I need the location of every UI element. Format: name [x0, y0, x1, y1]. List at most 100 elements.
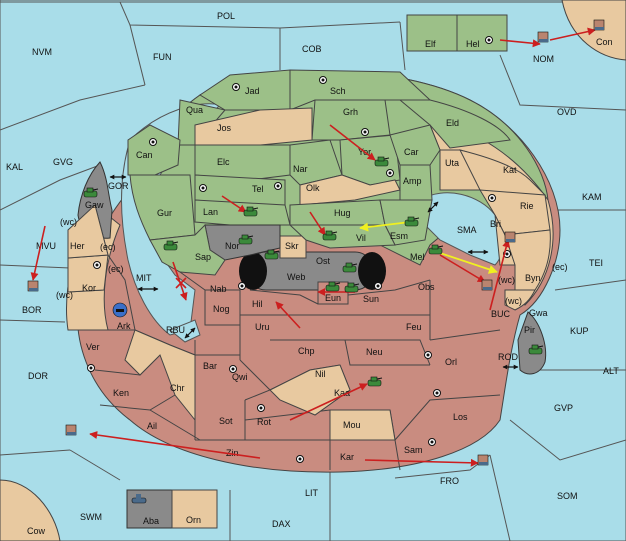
label-kam: KAM: [582, 192, 602, 202]
label-orl: Orl: [445, 357, 457, 367]
army-icon[interactable]: [428, 244, 444, 255]
label-neu: Neu: [366, 347, 383, 357]
label-gor: GOR: [108, 181, 129, 191]
label-kaa: Kaa: [334, 388, 350, 398]
label-alt: ALT: [603, 366, 619, 376]
fleet-icon[interactable]: [27, 280, 39, 292]
supply-center-icon: [485, 36, 493, 44]
destroyed-x-icon: [175, 277, 187, 289]
coast-her-ec: (ec): [100, 242, 116, 252]
fleet-icon[interactable]: [65, 424, 77, 436]
region-orn[interactable]: [171, 489, 218, 529]
region-vil[interactable]: [288, 224, 396, 249]
label-mou: Mou: [343, 420, 361, 430]
region-hel[interactable]: [456, 14, 508, 52]
coast-labels: (wc) (ec) (ec) (wc) (wc) (ec) (wc): [56, 217, 568, 306]
order-arrow: [30, 225, 46, 281]
army-icon[interactable]: [342, 262, 358, 273]
region-nil[interactable]: [269, 364, 351, 416]
region-pir[interactable]: [517, 311, 547, 375]
army-icon[interactable]: [83, 187, 99, 198]
label-obs: Obs: [418, 282, 435, 292]
label-web: Web: [287, 272, 305, 282]
label-mel: Mel: [410, 252, 425, 262]
army-icon[interactable]: [374, 156, 390, 167]
label-elc: Elc: [217, 157, 230, 167]
label-fun: FUN: [153, 52, 172, 62]
order-arrow: [329, 124, 376, 161]
green-regions: [127, 69, 511, 276]
label-eld: Eld: [446, 118, 459, 128]
label-esm: Esm: [390, 231, 408, 241]
label-jad: Jad: [245, 86, 260, 96]
region-sap[interactable]: [149, 223, 226, 276]
fleet-icon[interactable]: [537, 31, 549, 43]
label-tel: Tel: [252, 184, 264, 194]
label-ost: Ost: [316, 256, 331, 266]
fleet-icon[interactable]: [481, 279, 493, 291]
label-sot: Sot: [219, 416, 233, 426]
fleet-icon[interactable]: [131, 494, 147, 504]
support-arrow: [439, 252, 498, 274]
label-kar: Kar: [340, 452, 354, 462]
label-byn: Byn: [525, 273, 541, 283]
web-left-cap: [239, 252, 267, 290]
order-arrow: [489, 239, 511, 311]
army-icon[interactable]: [322, 230, 338, 241]
army-icon[interactable]: [325, 281, 341, 292]
army-icon[interactable]: [238, 234, 254, 245]
region-car[interactable]: [389, 124, 441, 166]
fleet-icon[interactable]: [112, 302, 128, 318]
adjacency-arrows: [109, 174, 519, 370]
region-elc[interactable]: [194, 144, 291, 181]
supply-center-icon: [488, 194, 496, 202]
label-rie: Rie: [520, 201, 534, 211]
army-icon[interactable]: [344, 282, 360, 293]
label-nil: Nil: [315, 369, 326, 379]
region-elf[interactable]: [406, 14, 458, 52]
label-nar: Nar: [293, 164, 308, 174]
region-mou[interactable]: [329, 409, 396, 441]
label-can: Can: [136, 150, 153, 160]
region-chr[interactable]: [124, 329, 196, 422]
region-her[interactable]: [67, 204, 109, 259]
order-arrow: [364, 458, 479, 467]
army-icon[interactable]: [367, 376, 383, 387]
label-bor: BOR: [22, 305, 42, 315]
army-icon[interactable]: [528, 344, 544, 355]
region-can[interactable]: [127, 124, 181, 176]
coast-her-wc: (wc): [60, 217, 77, 227]
label-som: SOM: [557, 491, 578, 501]
fleet-icon[interactable]: [593, 19, 605, 31]
army-icon[interactable]: [163, 240, 179, 251]
coast-gwa-wc: (wc): [505, 296, 522, 306]
region-eld[interactable]: [398, 99, 511, 149]
army-icon[interactable]: [264, 249, 280, 260]
label-elf: Elf: [425, 39, 436, 49]
army-icon[interactable]: [404, 216, 420, 227]
label-lan: Lan: [203, 207, 218, 217]
label-dax: DAX: [272, 519, 291, 529]
coast-byn-ec: (ec): [552, 262, 568, 272]
supply-center-icon: [428, 438, 436, 446]
supply-center-icon: [386, 169, 394, 177]
supply-center-icon: [232, 83, 240, 91]
label-olk: Olk: [306, 183, 320, 193]
army-icon[interactable]: [243, 206, 259, 217]
supply-center-icon: [238, 282, 246, 290]
label-car: Car: [404, 147, 419, 157]
label-lit: LIT: [305, 488, 319, 498]
region-gwa[interactable]: [504, 289, 536, 311]
label-grh: Grh: [343, 107, 358, 117]
label-sun: Sun: [363, 294, 379, 304]
label-chr: Chr: [170, 383, 185, 393]
region-aba[interactable]: [126, 489, 173, 529]
east-regions: [439, 149, 551, 311]
coast-kor-ec: (ec): [108, 264, 124, 274]
order-arrow: [549, 27, 596, 41]
fleet-icon[interactable]: [504, 231, 516, 243]
fleet-icon[interactable]: [477, 454, 489, 466]
supply-center-icon: [87, 364, 95, 372]
region-grh[interactable]: [311, 99, 391, 141]
label-ail: Ail: [147, 421, 157, 431]
